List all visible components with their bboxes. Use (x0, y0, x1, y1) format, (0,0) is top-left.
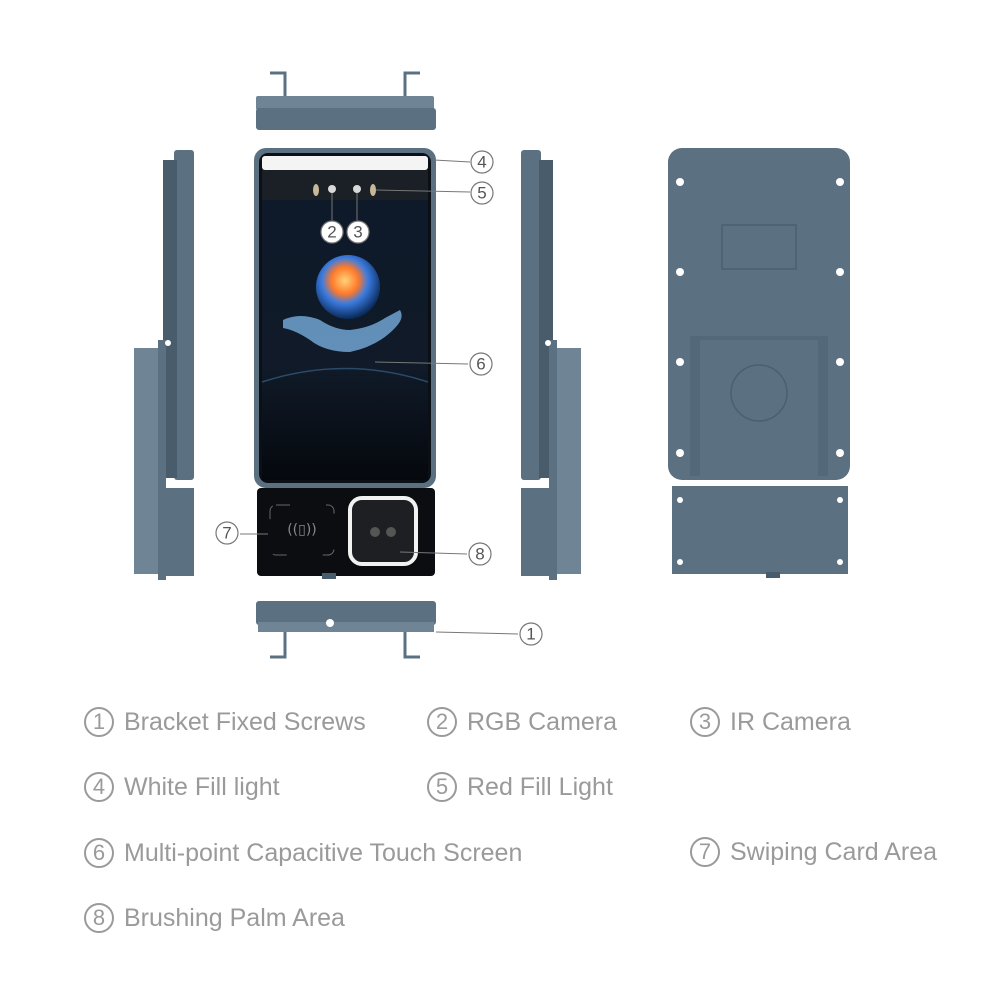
legend-number: 7 (690, 837, 720, 867)
legend-number: 1 (84, 707, 114, 737)
white-fill-light (262, 156, 428, 170)
callouts: 4 5 2 3 6 7 8 1 (215, 150, 543, 646)
legend-label: Red Fill Light (467, 772, 613, 801)
legend-item-4: 4 White Fill light (84, 772, 280, 802)
callout-7: 7 (215, 521, 239, 545)
legend-label: RGB Camera (467, 707, 618, 736)
rgb-camera (328, 185, 336, 193)
callout-1: 1 (519, 622, 543, 646)
front-view: ((▯)) (254, 148, 436, 579)
svg-text:6: 6 (476, 355, 485, 374)
globe-graphic (316, 255, 380, 319)
svg-text:2: 2 (327, 223, 336, 242)
svg-text:7: 7 (222, 524, 231, 543)
legend-item-1: 1 Bracket Fixed Screws (84, 707, 366, 737)
svg-text:5: 5 (477, 184, 486, 203)
right-side-view (521, 150, 581, 580)
legend-item-2: 2 RGB Camera (427, 707, 617, 737)
device-diagram: ((▯)) 4 (134, 71, 850, 659)
ir-camera (353, 185, 361, 193)
bottom-view (256, 601, 436, 659)
legend-number: 4 (84, 772, 114, 802)
legend-number: 3 (690, 707, 720, 737)
callout-4: 4 (470, 150, 494, 174)
legend-label: Multi-point Capacitive Touch Screen (124, 838, 523, 867)
callout-5: 5 (470, 181, 494, 205)
legend-label: White Fill light (124, 772, 280, 801)
legend-label: IR Camera (730, 707, 851, 736)
legend-label: Brushing Palm Area (124, 903, 345, 932)
back-view (668, 148, 850, 578)
legend-number: 5 (427, 772, 457, 802)
legend-number: 2 (427, 707, 457, 737)
svg-text:4: 4 (477, 153, 486, 172)
legend-number: 8 (84, 903, 114, 933)
legend-number: 6 (84, 838, 114, 868)
leader-lines (240, 159, 519, 635)
svg-text:1: 1 (526, 625, 535, 644)
palm-scanner (348, 496, 418, 566)
legend-item-5: 5 Red Fill Light (427, 772, 613, 802)
red-fill-light-right (370, 184, 376, 196)
top-view (256, 71, 436, 130)
left-side-view (134, 150, 194, 580)
legend-item-8: 8 Brushing Palm Area (84, 903, 345, 933)
callout-2: 2 (320, 220, 344, 244)
legend-item-6: 6 Multi-point Capacitive Touch Screen (84, 838, 522, 868)
legend-label: Swiping Card Area (730, 837, 938, 866)
svg-text:((▯)): ((▯)) (287, 522, 317, 538)
svg-text:3: 3 (353, 223, 362, 242)
red-fill-light-left (313, 184, 319, 196)
legend-label: Bracket Fixed Screws (124, 707, 366, 736)
callout-6: 6 (469, 352, 493, 376)
svg-text:8: 8 (475, 545, 484, 564)
callout-8: 8 (468, 542, 492, 566)
legend-item-3: 3 IR Camera (690, 707, 851, 737)
hand-graphic (283, 310, 402, 352)
callout-3: 3 (346, 220, 370, 244)
legend-item-7: 7 Swiping Card Area (690, 837, 937, 867)
